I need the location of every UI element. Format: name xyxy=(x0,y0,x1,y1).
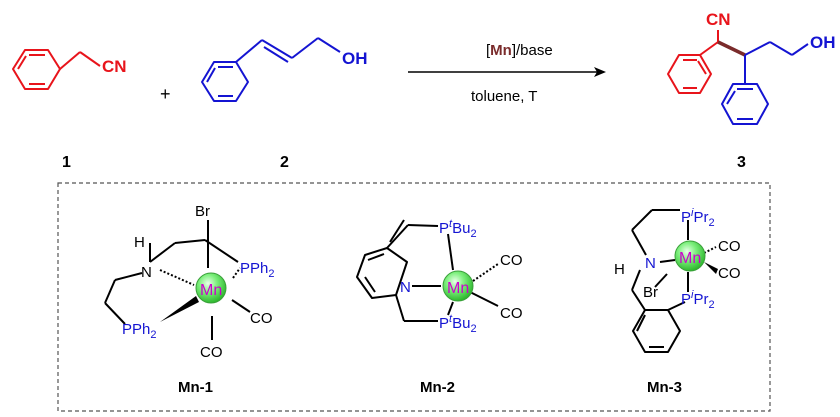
mn-2-metal: Mn xyxy=(447,280,469,297)
reactant-2-oh: OH xyxy=(342,49,368,68)
mn-3-p-bottom: PiPr2 xyxy=(681,289,715,311)
catalyst-mn-2: Mn N PtBu2 PtBu2 CO CO Mn-2 xyxy=(356,218,523,396)
mn-3-co-2: CO xyxy=(718,265,741,282)
benzylic-bond xyxy=(59,51,81,70)
mn-2-co-bottom: CO xyxy=(500,305,523,322)
product-cn: CN xyxy=(706,10,731,29)
mn-1-co-right: CO xyxy=(250,310,273,327)
mn-3-co-1: CO xyxy=(718,238,741,255)
mn-1-h: H xyxy=(134,234,145,251)
conditions-above: [Mn]/base xyxy=(486,42,553,59)
reactant-1-phenylacetonitrile xyxy=(12,49,101,90)
plus-sign: + xyxy=(160,84,171,104)
mn-2-n: N xyxy=(400,279,411,296)
benzene-ring xyxy=(632,309,681,353)
mn-1-pph2-top: PPh2 xyxy=(240,260,274,280)
reactant-1-label: 1 xyxy=(62,154,71,171)
catalyst-mn-3: Mn H N Br PiPr2 PiPr2 CO CO Mn-3 xyxy=(614,207,741,396)
mn-2-p-bottom: PtBu2 xyxy=(439,313,477,335)
new-cc-bond xyxy=(717,40,746,57)
catalyst-box xyxy=(57,182,771,412)
nitrile-bond xyxy=(79,51,101,67)
mn-1-pph2-bottom: PPh2 xyxy=(122,321,156,341)
mn-1-br: Br xyxy=(195,203,210,220)
reactant-2-cinnamyl-alcohol xyxy=(201,37,341,102)
product-3 xyxy=(667,30,809,125)
mn-1-co-bottom: CO xyxy=(200,344,223,361)
mn-3-n: N xyxy=(645,255,656,272)
catalyst-mn-1: Mn Br H N PPh2 PPh2 CO CO Mn-1 xyxy=(104,203,274,396)
mn-2-p-top: PtBu2 xyxy=(439,218,477,240)
product-label: 3 xyxy=(737,154,746,171)
mn-2-name: Mn-2 xyxy=(420,379,455,396)
mn-1-n: N xyxy=(141,264,152,281)
mn-3-p-top: PiPr2 xyxy=(681,207,715,229)
benzene-ring xyxy=(12,49,61,90)
reaction-arrow xyxy=(408,67,606,77)
product-oh: OH xyxy=(810,33,836,52)
mn-1-name: Mn-1 xyxy=(178,379,213,396)
mn-3-name: Mn-3 xyxy=(647,379,682,396)
mn-3-br: Br xyxy=(643,284,658,301)
reactant-1-cn: CN xyxy=(102,57,127,76)
benzene-ring-blue xyxy=(721,83,769,125)
mn-2-co-top: CO xyxy=(500,252,523,269)
mn-1-metal: Mn xyxy=(200,282,222,299)
reactant-2-label: 2 xyxy=(280,154,289,171)
mn-3-metal: Mn xyxy=(679,250,701,267)
mn-3-h: H xyxy=(614,261,625,278)
conditions-below: toluene, T xyxy=(471,88,537,105)
